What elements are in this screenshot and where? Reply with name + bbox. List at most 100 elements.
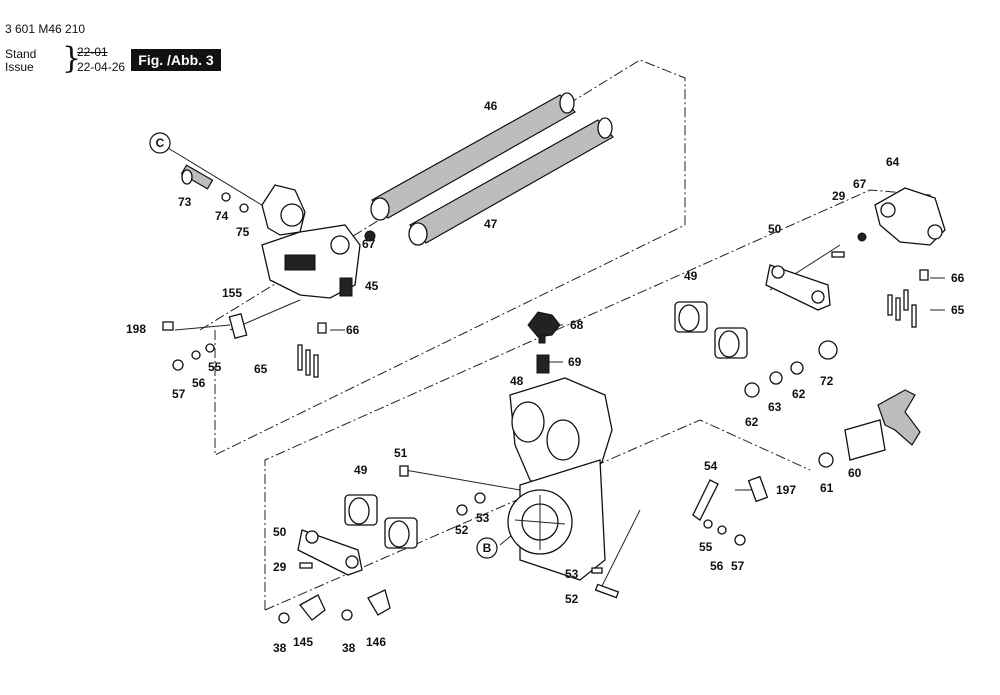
part-label-74: 74 (215, 209, 229, 223)
part-label-67-right: 67 (853, 177, 867, 191)
assembly-outline-upper (199, 59, 686, 456)
sleeve-66-right (919, 269, 929, 281)
screw-38-left (278, 612, 290, 624)
part-label-49-upper: 49 (684, 269, 698, 283)
callout-b: B (476, 537, 498, 559)
pin-53-lower (591, 567, 603, 574)
part-label-155: 155 (222, 286, 242, 300)
part-label-29-lower: 29 (273, 560, 287, 574)
plate-50-lower (297, 529, 363, 576)
nut-67-right (857, 232, 867, 242)
part-label-46: 46 (484, 99, 498, 113)
roller-49-lower (344, 494, 418, 549)
issue-value: 22-04-26 (77, 60, 126, 74)
part-label-50-lower: 50 (273, 525, 287, 539)
part-label-198: 198 (126, 322, 146, 336)
part-label-47: 47 (484, 217, 498, 231)
part-label-54: 54 (704, 459, 718, 473)
screws-65 (297, 344, 319, 378)
part-label-61: 61 (820, 481, 834, 495)
part-label-73: 73 (178, 195, 192, 209)
clamp-155 (228, 313, 248, 339)
callout-b-label: B (483, 541, 492, 555)
pin-73 (180, 164, 214, 190)
part-number-labels: 46 47 73 74 75 67 45 66 155 198 55 56 57… (126, 99, 965, 655)
washer-62-left (744, 382, 760, 398)
clip-75 (239, 203, 249, 213)
part-label-145: 145 (293, 635, 313, 649)
part-label-64: 64 (886, 155, 900, 169)
part-label-57-right: 57 (731, 559, 745, 573)
part-label-57-left: 57 (172, 387, 186, 401)
document-number: 3 601 M46 210 (5, 22, 86, 36)
screw-29-upper (831, 251, 845, 258)
part-label-45: 45 (365, 279, 379, 293)
pin-51 (399, 465, 409, 477)
screw-38-right (341, 609, 353, 621)
part-label-49-lower: 49 (354, 463, 368, 477)
housing-48 (507, 377, 613, 581)
end-cap-64 (874, 187, 946, 246)
screw-57 (172, 359, 184, 371)
part-label-60: 60 (848, 466, 862, 480)
brace-icon: } (62, 41, 82, 76)
bracket-146 (367, 589, 391, 616)
knob-68 (527, 311, 561, 344)
washer-55-right (703, 519, 713, 529)
screw-52 (456, 504, 468, 516)
part-label-56-left: 56 (192, 376, 206, 390)
bracket-assembly-45 (261, 184, 361, 299)
part-label-48: 48 (510, 374, 524, 388)
part-label-63: 63 (768, 400, 782, 414)
part-label-75: 75 (236, 225, 250, 239)
part-label-65-right: 65 (951, 303, 965, 317)
part-label-55-left: 55 (208, 360, 222, 374)
nut-67 (364, 230, 376, 242)
sleeve-66 (317, 322, 327, 334)
part-label-62-right: 62 (792, 387, 806, 401)
washer-61 (818, 452, 834, 468)
washer-55 (205, 343, 215, 353)
stand-label: Stand (5, 47, 37, 61)
part-label-72: 72 (820, 374, 834, 388)
part-label-68: 68 (570, 318, 584, 332)
part-label-65-left: 65 (254, 362, 268, 376)
part-label-53-lower: 53 (565, 567, 579, 581)
plate-50-upper (765, 264, 831, 311)
lever-60 (844, 389, 921, 461)
stand-value: 22-01 (77, 45, 108, 59)
roller-49-upper (674, 301, 748, 359)
bracket-145 (299, 594, 326, 621)
washer-62-right (790, 361, 804, 375)
part-label-52-lower: 52 (565, 592, 579, 606)
part-label-52-upper: 52 (455, 523, 469, 537)
label-198 (162, 321, 174, 331)
part-label-62-left: 62 (745, 415, 759, 429)
part-label-66-left: 66 (346, 323, 360, 337)
part-label-29-upper: 29 (832, 189, 846, 203)
spring-69 (536, 354, 550, 374)
callout-c: C (149, 132, 171, 154)
tube-47 (408, 117, 614, 246)
part-label-197: 197 (776, 483, 796, 497)
pin-52-lower (594, 583, 620, 599)
issue-label: Issue (5, 60, 34, 74)
washer-53 (474, 492, 486, 504)
sleeve-197 (747, 475, 769, 503)
part-label-55-right: 55 (699, 540, 713, 554)
washer-56-right (717, 525, 727, 535)
washer-63 (769, 371, 783, 385)
figure-label: Fig. /Abb. 3 (131, 49, 221, 71)
part-label-50-upper: 50 (768, 222, 782, 236)
washer-56 (191, 350, 201, 360)
washer-74 (221, 192, 231, 202)
part-label-53-upper: 53 (476, 511, 490, 525)
part-label-66-right: 66 (951, 271, 965, 285)
tube-46 (370, 92, 576, 221)
callout-c-label: C (156, 136, 165, 150)
part-label-69: 69 (568, 355, 582, 369)
nut-72 (818, 340, 838, 360)
part-label-146: 146 (366, 635, 386, 649)
lever-54 (692, 479, 719, 521)
